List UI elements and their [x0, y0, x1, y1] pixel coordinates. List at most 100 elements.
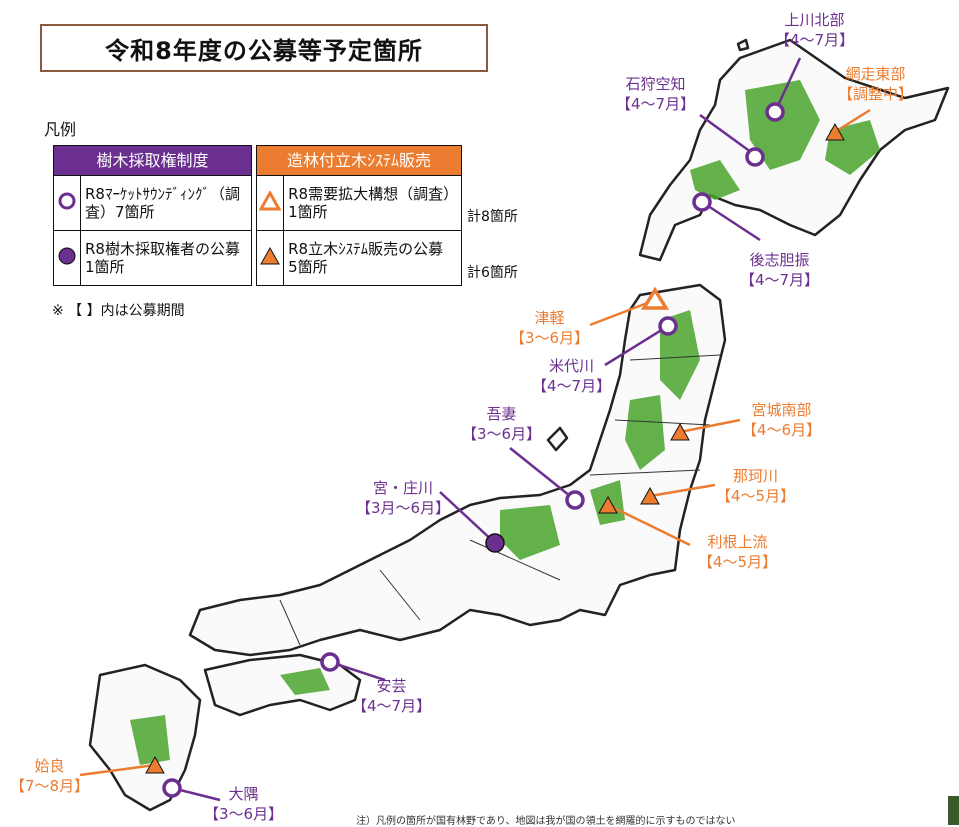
leader-line: [649, 483, 716, 498]
location-period: 【3～6月】: [462, 425, 542, 443]
label-shiribeshi-iburi: 後志胆振【4～7月】: [740, 250, 819, 290]
forest-patch: [690, 160, 740, 200]
legend-harvest-right-text: R8樹木採取権者の公募 1箇所: [80, 230, 252, 286]
location-period: 【調整中】: [838, 85, 914, 103]
location-period: 【4～5月】: [716, 487, 796, 505]
legend-total-row2: 計6箇所: [467, 265, 518, 281]
leader-line: [607, 503, 691, 547]
marker-abashiri-tobu: [825, 122, 845, 141]
leader-line: [439, 491, 496, 544]
label-nakagawa: 那珂川【4～5月】: [716, 466, 795, 506]
leader-line: [604, 324, 669, 367]
location-name: 那珂川: [733, 467, 779, 485]
label-miyagi-nanbu: 宮城南部【4～6月】: [742, 400, 821, 440]
marker-yoneshirogawa: [658, 316, 678, 336]
location-period: 【3月～6月】: [356, 499, 451, 517]
legend-timber-sale: 造林付立木ｼｽﾃﾑ販売 R8需要拡大構想（調査）1箇所 R8立木ｼｽﾃﾑ販売の公…: [255, 145, 462, 286]
location-period: 【4～6月】: [742, 421, 822, 439]
forest-patch: [130, 715, 170, 765]
location-name: 津軽: [534, 309, 565, 327]
marker-osumi: [162, 778, 182, 798]
footer-note: 注）凡例の箇所が国有林野であり、地図は我が国の領土を網羅的に示すものではない: [356, 816, 736, 827]
label-agatsuma: 吾妻【3～6月】: [462, 404, 541, 444]
marker-ishikari-sorachi: [745, 147, 765, 167]
open-circle-icon: [53, 175, 81, 231]
forest-patch: [500, 505, 560, 560]
location-period: 【3～6月】: [510, 329, 590, 347]
open-triangle-icon: [255, 175, 285, 231]
marker-shiribeshi-iburi: [692, 192, 712, 212]
sado-island: [546, 426, 569, 452]
marker-kamikawa-hokubu: [765, 102, 785, 122]
label-yoneshirogawa: 米代川【4～7月】: [532, 356, 611, 396]
legend-market-sounding-text: R8ﾏｰｹｯﾄｻｳﾝﾃﾞｨﾝｸﾞ（調査）7箇所: [80, 175, 252, 231]
prefecture-border: [614, 419, 711, 426]
location-period: 【4～7月】: [616, 95, 696, 113]
prefecture-border: [469, 539, 561, 581]
marker-tsugaru: [640, 286, 670, 310]
legend-total-row1: 計8箇所: [467, 209, 518, 225]
location-period: 【4～7月】: [775, 31, 855, 49]
forest-patch: [625, 395, 665, 470]
prefecture-border: [279, 599, 301, 646]
location-name: 米代川: [549, 357, 595, 375]
location-name: 吾妻: [486, 405, 517, 423]
marker-nakagawa: [640, 486, 660, 505]
label-osumi: 大隅【3～6月】: [204, 784, 283, 824]
leader-line: [679, 418, 741, 434]
marker-tone-joryu: [598, 495, 618, 514]
leader-line: [701, 200, 761, 242]
location-name: 網走東部: [845, 65, 906, 83]
marker-aira: [145, 755, 165, 774]
marker-aki: [320, 652, 340, 672]
forest-patch: [745, 80, 820, 170]
location-name: 宮・庄川: [373, 479, 434, 497]
prefecture-border: [379, 569, 421, 621]
leader-line: [509, 447, 576, 501]
location-name: 姶良: [34, 757, 65, 775]
shikoku-island: [203, 653, 362, 717]
label-ishikari-sorachi: 石狩空知【4～7月】: [616, 74, 695, 114]
prefecture-border: [629, 354, 721, 361]
location-name: 石狩空知: [625, 75, 686, 93]
label-kamikawa-hokubu: 上川北部【4～7月】: [775, 10, 854, 50]
legend-timber-sale-text: R8立木ｼｽﾃﾑ販売の公募 5箇所: [283, 230, 462, 286]
location-period: 【3～6月】: [204, 805, 284, 823]
label-abashiri-tobu: 網走東部【調整中】: [838, 64, 913, 104]
leader-line: [699, 113, 756, 157]
rishiri-island: [736, 38, 750, 52]
legend-header-right: 造林付立木ｼｽﾃﾑ販売: [256, 145, 462, 176]
label-aki: 安芸【4～7月】: [352, 676, 431, 716]
marker-miya-shogawa: [485, 533, 505, 553]
location-name: 利根上流: [707, 533, 768, 551]
corner-block: [948, 796, 959, 825]
label-tone-joryu: 利根上流【4～5月】: [698, 532, 777, 572]
filled-triangle-icon: [255, 230, 285, 286]
leader-line: [773, 57, 802, 113]
legend-harvest-right: 樹木採取権制度 R8ﾏｰｹｯﾄｻｳﾝﾃﾞｨﾝｸﾞ（調査）7箇所 R8樹木採取権者…: [53, 145, 252, 286]
leader-line: [589, 298, 656, 327]
legend-header-left: 樹木採取権制度: [53, 145, 252, 176]
location-period: 【4～7月】: [740, 271, 820, 289]
legend-caption: 凡例: [44, 120, 77, 139]
leader-line: [834, 108, 871, 134]
location-period: 【4～7月】: [532, 377, 612, 395]
location-period: 【4～5月】: [698, 553, 778, 571]
location-name: 上川北部: [784, 11, 845, 29]
location-name: 後志胆振: [749, 251, 810, 269]
page-title: 令和8年度の公募等予定箇所: [40, 24, 488, 72]
label-aira: 姶良【7～8月】: [10, 756, 89, 796]
prefecture-border: [589, 469, 701, 476]
leader-line: [79, 763, 156, 777]
location-period: 【4～7月】: [352, 697, 432, 715]
location-period: 【7～8月】: [10, 777, 90, 795]
forest-patch: [280, 668, 330, 695]
marker-miyagi-nanbu: [670, 422, 690, 441]
label-tsugaru: 津軽【3～6月】: [510, 308, 589, 348]
location-name: 大隅: [228, 785, 259, 803]
label-miya-shogawa: 宮・庄川【3月～6月】: [356, 478, 450, 518]
legend-note: ※ 【 】内は公募期間: [52, 303, 185, 319]
location-name: 宮城南部: [751, 401, 812, 419]
location-name: 安芸: [376, 677, 407, 695]
